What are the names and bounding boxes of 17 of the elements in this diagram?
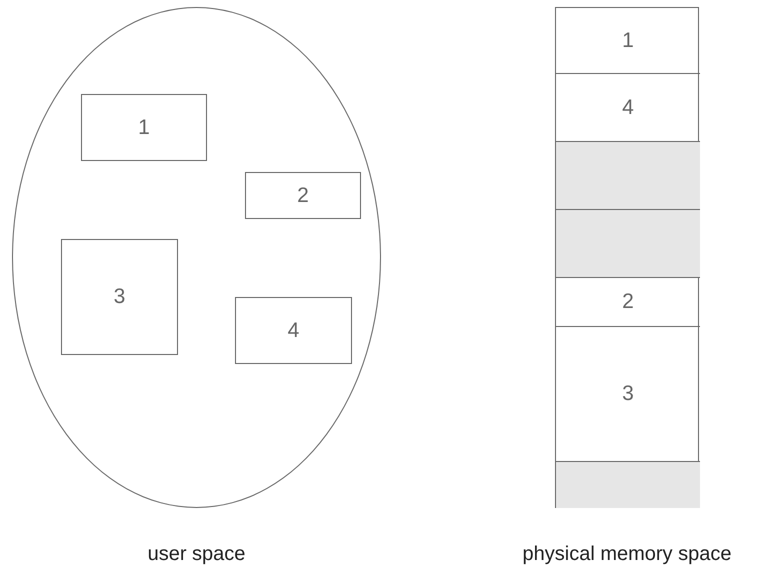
- region-caption: physical memory space: [522, 543, 732, 566]
- segment-box: [235, 297, 352, 364]
- segment-number: 1: [138, 116, 150, 140]
- segment-box: [81, 94, 207, 161]
- segment-number: 1: [622, 28, 634, 52]
- segment-number: 2: [622, 290, 634, 314]
- occupied-block: [556, 142, 700, 210]
- region-caption: user space: [148, 543, 246, 566]
- segment-number: 4: [622, 96, 634, 120]
- segment-box: [61, 239, 178, 355]
- segment-number: 3: [622, 382, 634, 406]
- occupied-block: [556, 210, 700, 278]
- segment-number: 3: [114, 285, 126, 309]
- segment-number: 2: [297, 184, 309, 208]
- segment-number: 4: [288, 318, 300, 342]
- segment-box: [245, 172, 361, 219]
- occupied-block: [556, 462, 700, 508]
